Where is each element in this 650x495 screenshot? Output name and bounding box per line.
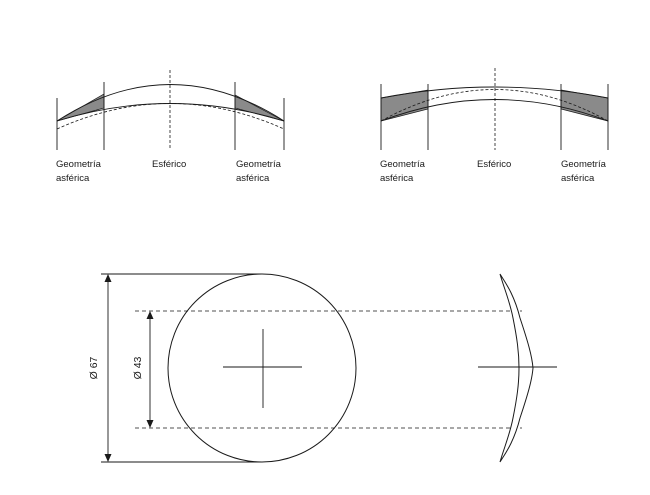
label-aspheric-left-2: asférica <box>56 173 90 184</box>
label-aspheric-right-2: asférica <box>236 173 270 184</box>
aspheric-shade-left-b <box>380 89 429 122</box>
outer-diameter-label: Ø 67 <box>88 356 100 379</box>
label-aspheric-left-1b: Geometría <box>380 159 426 170</box>
aspheric-shade-right-b <box>560 89 609 122</box>
arrowhead-inner-bottom <box>146 420 154 428</box>
lens-side-profile <box>478 273 557 463</box>
inner-diameter-label: Ø 43 <box>132 356 144 379</box>
label-aspheric-right-2b: asférica <box>561 173 595 184</box>
cross-section-right: Geometría asférica Esférico Geometría as… <box>380 68 609 184</box>
arrowhead-outer-top <box>104 274 112 282</box>
lens-front-view: Ø 67 Ø 43 <box>88 273 522 463</box>
label-aspheric-right-1: Geometría <box>236 159 282 170</box>
label-aspheric-left-1: Geometría <box>56 159 102 170</box>
label-spherical-left: Esférico <box>152 159 186 170</box>
label-aspheric-right-1b: Geometría <box>561 159 607 170</box>
label-aspheric-left-2b: asférica <box>380 173 414 184</box>
cross-section-left: Geometría asférica Esférico Geometría as… <box>56 70 285 184</box>
lens-circle <box>167 273 357 463</box>
reference-curve-dashed-right <box>380 89 609 122</box>
sphere-arc-upper-right <box>380 86 609 99</box>
label-spherical-right: Esférico <box>477 159 511 170</box>
lens-profile-outline <box>499 273 534 463</box>
arrowhead-outer-bottom <box>104 454 112 462</box>
reference-curve-dashed-left <box>56 103 285 130</box>
sphere-arc-upper-left <box>56 84 285 122</box>
arrowhead-inner-top <box>146 311 154 319</box>
